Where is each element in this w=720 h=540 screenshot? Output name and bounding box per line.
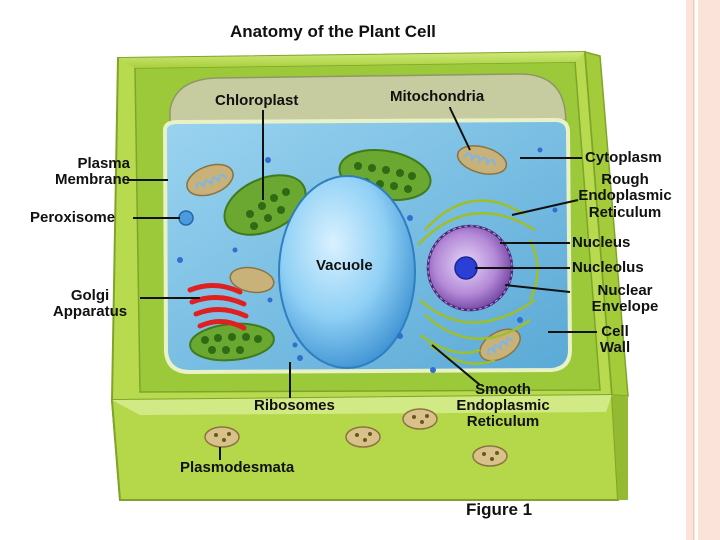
label-smooth-er-line1: Smooth (475, 381, 531, 398)
label-smooth-er-line2: Endoplasmic (456, 397, 550, 414)
leader-lines (127, 107, 597, 460)
label-cytoplasm: Cytoplasm (585, 149, 662, 166)
label-nuclear-envelope-line1: Nuclear (597, 282, 653, 299)
label-golgi-line2: Apparatus (52, 303, 128, 320)
label-ribosomes: Ribosomes (254, 397, 335, 414)
label-plasma-membrane-line1: Plasma (77, 155, 130, 172)
slide-edge-strip (686, 0, 720, 540)
label-plasmodesmata: Plasmodesmata (180, 459, 295, 476)
label-rough-er-line2: Endoplasmic (578, 187, 672, 204)
label-chloroplast: Chloroplast (215, 92, 299, 109)
figure-caption: Figure 1 (466, 500, 533, 519)
slide-edge-line-thin (693, 0, 694, 540)
label-smooth-er-line3: Reticulum (466, 413, 540, 430)
label-nuclear-envelope-line2: Envelope (591, 298, 659, 315)
label-nucleus: Nucleus (572, 234, 631, 251)
label-plasma-membrane-line2: Membrane (54, 171, 130, 188)
label-vacuole: Vacuole (316, 257, 373, 274)
mitochondria-group (186, 145, 521, 362)
label-peroxisome: Peroxisome (30, 209, 116, 226)
label-golgi-line1: Golgi (70, 287, 110, 304)
vacuole (278, 175, 416, 369)
chloroplast-group (189, 149, 432, 362)
label-nucleolus: Nucleolus (572, 259, 644, 276)
label-cell-wall-line1: Cell (601, 323, 629, 340)
slide-edge-line (695, 0, 698, 540)
golgi-apparatus (187, 283, 249, 331)
label-rough-er-line3: Reticulum (588, 204, 662, 221)
label-cell-wall-line2: Wall (599, 339, 631, 356)
diagram-title: Anatomy of the Plant Cell (230, 22, 436, 41)
plasmodesmata (204, 408, 508, 467)
label-mitochondria: Mitochondria (390, 88, 485, 105)
peroxisome (178, 210, 194, 226)
plasma-membrane (169, 73, 567, 123)
label-rough-er-line1: Rough (601, 171, 649, 188)
ribosomes (177, 147, 558, 373)
nucleolus (454, 256, 478, 280)
